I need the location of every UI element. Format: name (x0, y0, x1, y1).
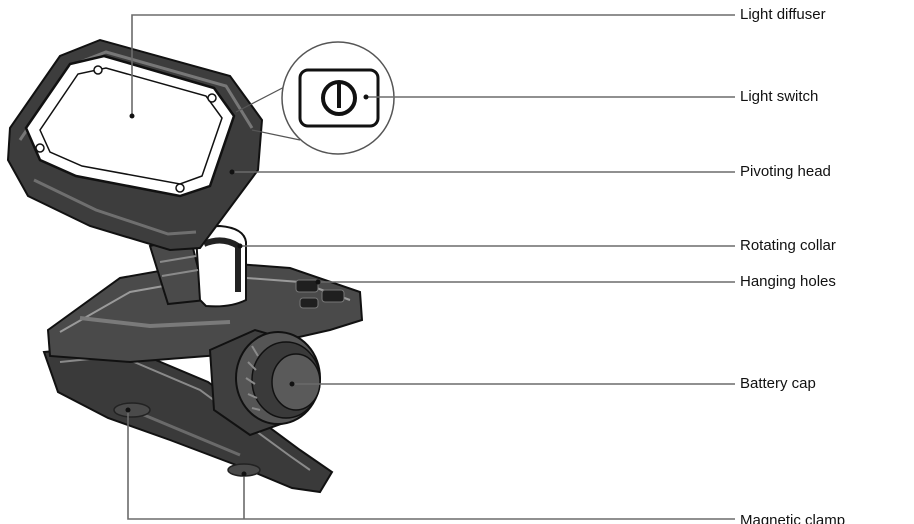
diffuser-shape (24, 54, 236, 198)
label-hanging-holes: Hanging holes (740, 273, 836, 290)
leader-light-diffuser (131, 14, 735, 116)
label-light-switch: Light switch (740, 88, 819, 105)
label-magnetic-clamp: Magnetic clamp (740, 512, 846, 524)
battery-cap-shape (208, 328, 321, 437)
label-rotating-collar: Rotating collar (740, 237, 836, 254)
power-icon (321, 80, 357, 116)
rotating-collar-shape (148, 224, 247, 308)
label-pivoting-head: Pivoting head (740, 163, 831, 180)
label-light-diffuser: Light diffuser (740, 6, 826, 23)
label-battery-cap: Battery cap (740, 375, 816, 392)
pivoting-head-shape (6, 38, 264, 252)
leader-lines (125, 14, 735, 520)
leader-magnetic-clamp (127, 410, 735, 520)
switch-callout (235, 41, 395, 155)
